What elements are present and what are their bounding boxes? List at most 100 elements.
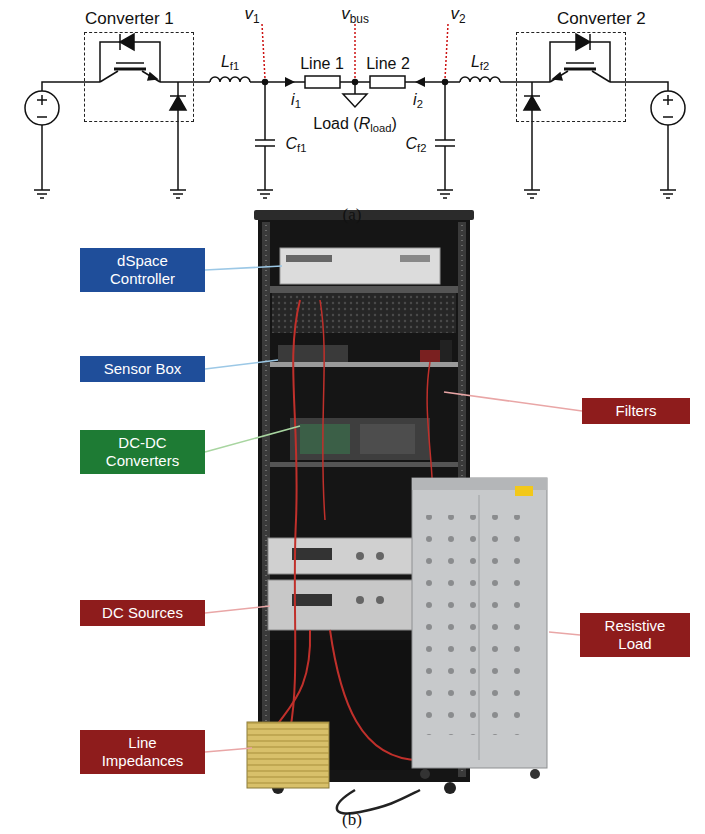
label-part: Load ( bbox=[313, 115, 358, 132]
lab-photo-part bbox=[290, 418, 430, 460]
symbol-letter: C bbox=[286, 135, 298, 152]
label-part: ) bbox=[391, 115, 396, 132]
lab-photo-part bbox=[356, 552, 364, 560]
lab-photo-part bbox=[425, 515, 535, 735]
panel-letter: (b) bbox=[342, 810, 362, 830]
callout-box: dSpace Controller bbox=[80, 248, 205, 292]
callout-box: Line Impedances bbox=[80, 730, 205, 774]
leader-line bbox=[205, 360, 278, 369]
symbol-subscript: 1 bbox=[295, 98, 301, 110]
bus-node bbox=[343, 24, 367, 107]
lab-photo-part bbox=[272, 293, 456, 333]
lab-photo-part bbox=[337, 790, 420, 813]
lab-photo-part bbox=[270, 462, 458, 467]
leader-line bbox=[205, 748, 252, 752]
callout-box: Resistive Load bbox=[580, 613, 690, 657]
callout-text: dSpace Controller bbox=[92, 252, 193, 288]
signal-label: Lf2 bbox=[471, 52, 489, 71]
lab-photo-part bbox=[376, 596, 384, 604]
lab-photo-part bbox=[376, 552, 384, 560]
schematic-part bbox=[354, 82, 356, 94]
lab-photo-part bbox=[320, 300, 325, 520]
signal-label: i2 bbox=[413, 90, 423, 109]
symbol-letter: v bbox=[450, 4, 459, 23]
symbol-letter: v bbox=[244, 4, 253, 23]
callout-text: DC-DC Converters bbox=[92, 434, 193, 470]
symbol-subscript: 1 bbox=[253, 12, 260, 26]
lab-photo-part bbox=[300, 424, 350, 454]
symbol-letter: i bbox=[413, 91, 417, 108]
converter-title: Converter 2 bbox=[557, 9, 646, 29]
callout-box: Sensor Box bbox=[80, 356, 205, 382]
symbol-subscript: 2 bbox=[459, 12, 466, 26]
symbol-letter: v bbox=[341, 4, 350, 23]
leader-line bbox=[205, 606, 270, 613]
schematic-part bbox=[343, 94, 367, 107]
lab-photo-part bbox=[254, 210, 474, 220]
schematic-part bbox=[355, 24, 685, 198]
converter-box: Converter 1 bbox=[84, 32, 194, 122]
lab-photo-part bbox=[280, 248, 440, 284]
lab-photo-part bbox=[356, 596, 364, 604]
lab-photo-part bbox=[247, 722, 329, 788]
signal-label: vbus bbox=[341, 4, 369, 24]
lab-photo bbox=[247, 210, 547, 813]
symbol-subscript: bus bbox=[350, 12, 369, 26]
panel-letter: (a) bbox=[343, 205, 362, 225]
signal-label: Load (Rload) bbox=[313, 114, 396, 133]
lab-photo-part bbox=[247, 722, 329, 788]
callout-text: Resistive Load bbox=[590, 617, 680, 653]
lab-photo-part bbox=[275, 630, 310, 728]
lab-photo-part bbox=[270, 286, 458, 293]
lab-photo-part bbox=[444, 782, 456, 794]
callout-text: Line Impedances bbox=[92, 734, 193, 770]
leader-line bbox=[205, 266, 282, 270]
lab-photo-part bbox=[292, 548, 332, 560]
symbol-subscript: f1 bbox=[230, 60, 239, 72]
lab-photo-part bbox=[292, 594, 332, 606]
callout-text: DC Sources bbox=[92, 604, 193, 622]
leader-line bbox=[549, 632, 580, 635]
schematic-part bbox=[25, 24, 355, 198]
symbol-subscript: f2 bbox=[417, 142, 426, 154]
lab-photo-part bbox=[440, 340, 452, 362]
signal-label: i1 bbox=[291, 90, 301, 109]
lab-photo-part bbox=[420, 769, 430, 779]
lab-photo-part bbox=[515, 486, 533, 496]
lab-photo-part bbox=[330, 630, 420, 760]
lab-photo-part bbox=[278, 345, 348, 362]
leader-line bbox=[205, 426, 300, 452]
symbol-letter: R bbox=[359, 115, 371, 132]
signal-label: Cf2 bbox=[406, 134, 427, 153]
symbol-letter: L bbox=[471, 53, 480, 70]
signal-label: v2 bbox=[450, 4, 465, 24]
symbol-subscript: load bbox=[370, 122, 391, 134]
signal-label: Cf1 bbox=[286, 134, 307, 153]
callout-box: DC-DC Converters bbox=[80, 430, 205, 474]
symbol-letter: i bbox=[291, 91, 295, 108]
lab-photo-part bbox=[400, 255, 430, 262]
schematic bbox=[25, 24, 685, 198]
lab-photo-part bbox=[360, 424, 415, 454]
converter-box: Converter 2 bbox=[516, 32, 626, 122]
callout-box: Filters bbox=[582, 398, 690, 424]
lab-photo-part bbox=[290, 300, 300, 730]
schematic-part bbox=[354, 24, 356, 79]
symbol-subscript: 2 bbox=[417, 98, 423, 110]
signal-label: v1 bbox=[244, 4, 259, 24]
callout-box: DC Sources bbox=[80, 600, 205, 626]
lab-photo-part bbox=[479, 495, 480, 760]
symbol-subscript: f1 bbox=[297, 142, 306, 154]
signal-label: Line 1 bbox=[300, 54, 344, 73]
lab-photo-part bbox=[412, 478, 547, 768]
lab-photo-part bbox=[530, 769, 540, 779]
lab-photo-part bbox=[286, 255, 332, 262]
callout-text: Filters bbox=[592, 402, 680, 420]
symbol-subscript: f2 bbox=[480, 60, 489, 72]
signal-label: Lf1 bbox=[221, 52, 239, 71]
symbol-letter: L bbox=[221, 53, 230, 70]
converter-title: Converter 1 bbox=[85, 9, 174, 29]
callout-text: Sensor Box bbox=[92, 360, 193, 378]
symbol-letter: C bbox=[406, 135, 418, 152]
